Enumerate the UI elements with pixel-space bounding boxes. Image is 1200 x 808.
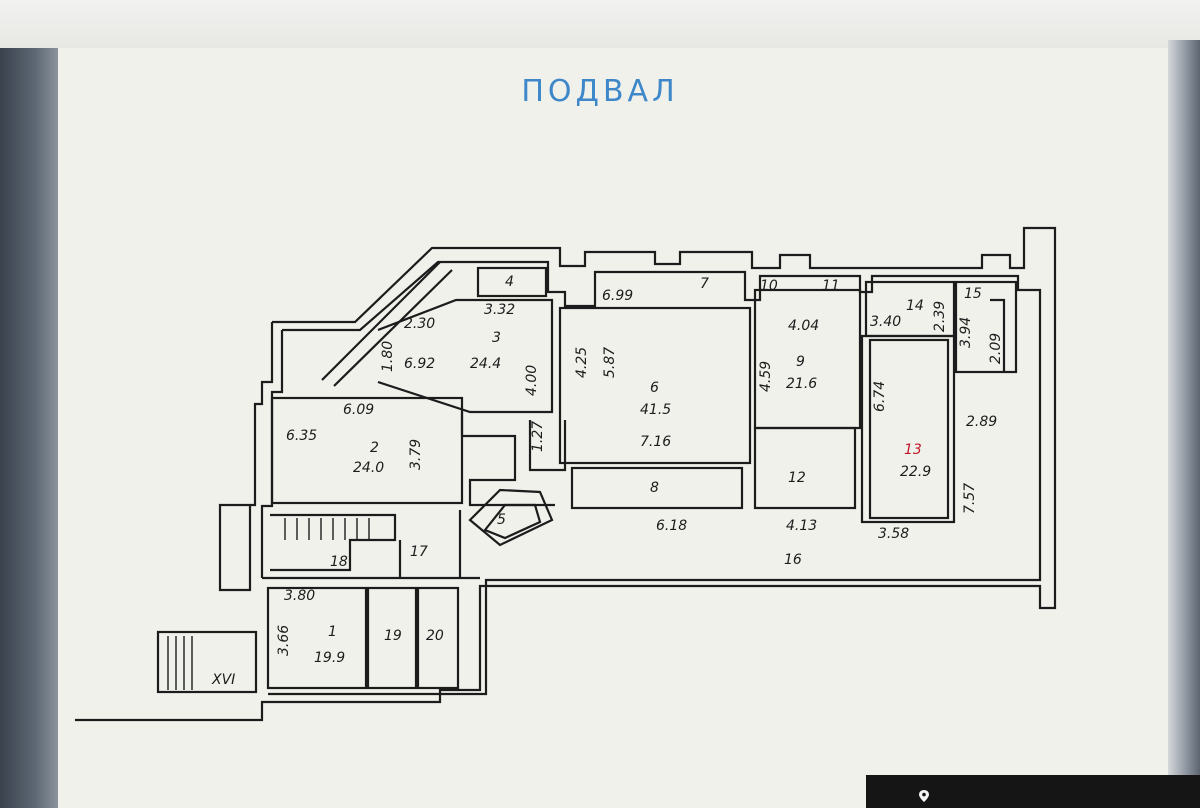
stair-walls — [270, 513, 397, 572]
room-1-walls — [266, 586, 368, 690]
room-13-dim-bottom: 3.58 — [878, 526, 909, 542]
room-12-dim: 4.13 — [786, 518, 817, 534]
room-6-dim-door: 1.27 — [530, 421, 546, 452]
room-8-dim: 6.18 — [656, 518, 687, 534]
plan-title: ПОДВАЛ — [521, 74, 679, 109]
room-1-dim-top: 3.80 — [284, 588, 315, 604]
room-6-area: 41.5 — [640, 402, 671, 418]
entrance-xvi — [156, 630, 258, 694]
stair-hatching — [167, 518, 370, 690]
room-9-area: 21.6 — [786, 376, 817, 392]
room-12-walls — [753, 426, 857, 510]
room-8-number: 8 — [650, 480, 659, 496]
room-14-dim-b: 2.39 — [932, 301, 948, 332]
room-6-dim-left: 4.25 — [574, 347, 590, 378]
map-pin-icon[interactable] — [918, 790, 930, 802]
room-9-number: 9 — [796, 354, 805, 370]
room-1-dim-left: 3.66 — [276, 625, 292, 656]
room-15-dim-b: 2.09 — [988, 333, 1004, 364]
west-wing — [218, 322, 274, 592]
room-15-niche — [990, 298, 1006, 372]
room-13-dim-right: 7.57 — [962, 483, 978, 514]
room-3-dim-top: 2.30 — [404, 316, 435, 332]
room-3-dim-left: 1.80 — [380, 341, 396, 372]
monitor-left-bezel — [0, 48, 58, 808]
monitor-right-bezel — [1168, 40, 1200, 808]
room-2-area: 24.0 — [353, 460, 384, 476]
room-9-dim-top: 4.04 — [788, 318, 819, 334]
room-16-dim: 2.89 — [966, 414, 997, 430]
room-5-walls — [468, 488, 554, 547]
room-1-number: 1 — [328, 624, 337, 640]
room-9-dim-left: 4.59 — [758, 361, 774, 392]
room-4-number: 4 — [505, 274, 514, 290]
monitor-top-strip — [0, 0, 1200, 48]
room-3-dim-right: 4.00 — [524, 365, 540, 396]
room-4-walls — [476, 266, 548, 298]
room-3-dim-mid: 6.92 — [404, 356, 435, 372]
room-5-number: 5 — [497, 512, 506, 528]
corridor-walls — [460, 412, 555, 507]
room-8-walls — [570, 466, 744, 510]
diagonal-wall-2 — [333, 269, 453, 387]
room-10-number: 10 — [760, 278, 778, 294]
diagonal-wall — [321, 261, 441, 381]
entrance-xvi-label: XVI — [211, 672, 235, 688]
corridor-walls-2 — [528, 420, 567, 472]
room-1-area: 19.9 — [314, 650, 345, 666]
room-2-number: 2 — [370, 440, 379, 456]
room-9-walls — [753, 288, 862, 430]
room-7-number: 7 — [700, 276, 709, 292]
room-13-area: 22.9 — [900, 464, 931, 480]
room-4-dim: 3.32 — [484, 302, 515, 318]
room-20-walls — [416, 586, 460, 690]
room-12-number: 12 — [788, 470, 806, 486]
map-overlay-bar — [866, 775, 1200, 808]
room-17-walls — [398, 510, 462, 578]
room-3-number: 3 — [492, 330, 501, 346]
room-20-number: 20 — [426, 628, 444, 644]
room-2-dim-left: 6.35 — [286, 428, 317, 444]
room-6-dim-bottom: 7.16 — [640, 434, 671, 450]
room-5-inner — [483, 503, 542, 540]
room-15-walls — [954, 280, 1018, 374]
room-6-number: 6 — [650, 380, 659, 396]
room-15-dim-a: 3.94 — [958, 317, 974, 348]
room-13-inner — [868, 338, 950, 520]
room-14-number: 14 — [906, 298, 924, 314]
room-2-dim-right: 3.79 — [408, 439, 424, 470]
room-7-dim: 6.99 — [602, 288, 633, 304]
room-13-walls — [860, 334, 956, 524]
room-18-number: 18 — [330, 554, 348, 570]
room-19-number: 19 — [384, 628, 402, 644]
room-11-number: 11 — [822, 278, 840, 294]
room-3-area: 24.4 — [470, 356, 501, 372]
room-6-dim-mid: 5.87 — [602, 347, 618, 378]
outer-wall — [75, 226, 1057, 722]
room-19-walls — [366, 586, 418, 690]
room-3-walls — [377, 298, 554, 414]
room-14-walls — [864, 280, 956, 338]
room-17-number: 17 — [410, 544, 428, 560]
room-2-dim-top: 6.09 — [343, 402, 374, 418]
outer-wall-inner — [268, 260, 1042, 696]
room-16-number: 16 — [784, 552, 802, 568]
room-6-walls — [558, 306, 752, 465]
room-13-dim-left: 6.74 — [872, 381, 888, 412]
room-14-dim-a: 3.40 — [870, 314, 901, 330]
room-2-walls — [270, 396, 464, 505]
room-15-number: 15 — [964, 286, 982, 302]
room-13-number: 13 — [904, 442, 922, 458]
floor-plan-sheet — [58, 48, 1168, 808]
